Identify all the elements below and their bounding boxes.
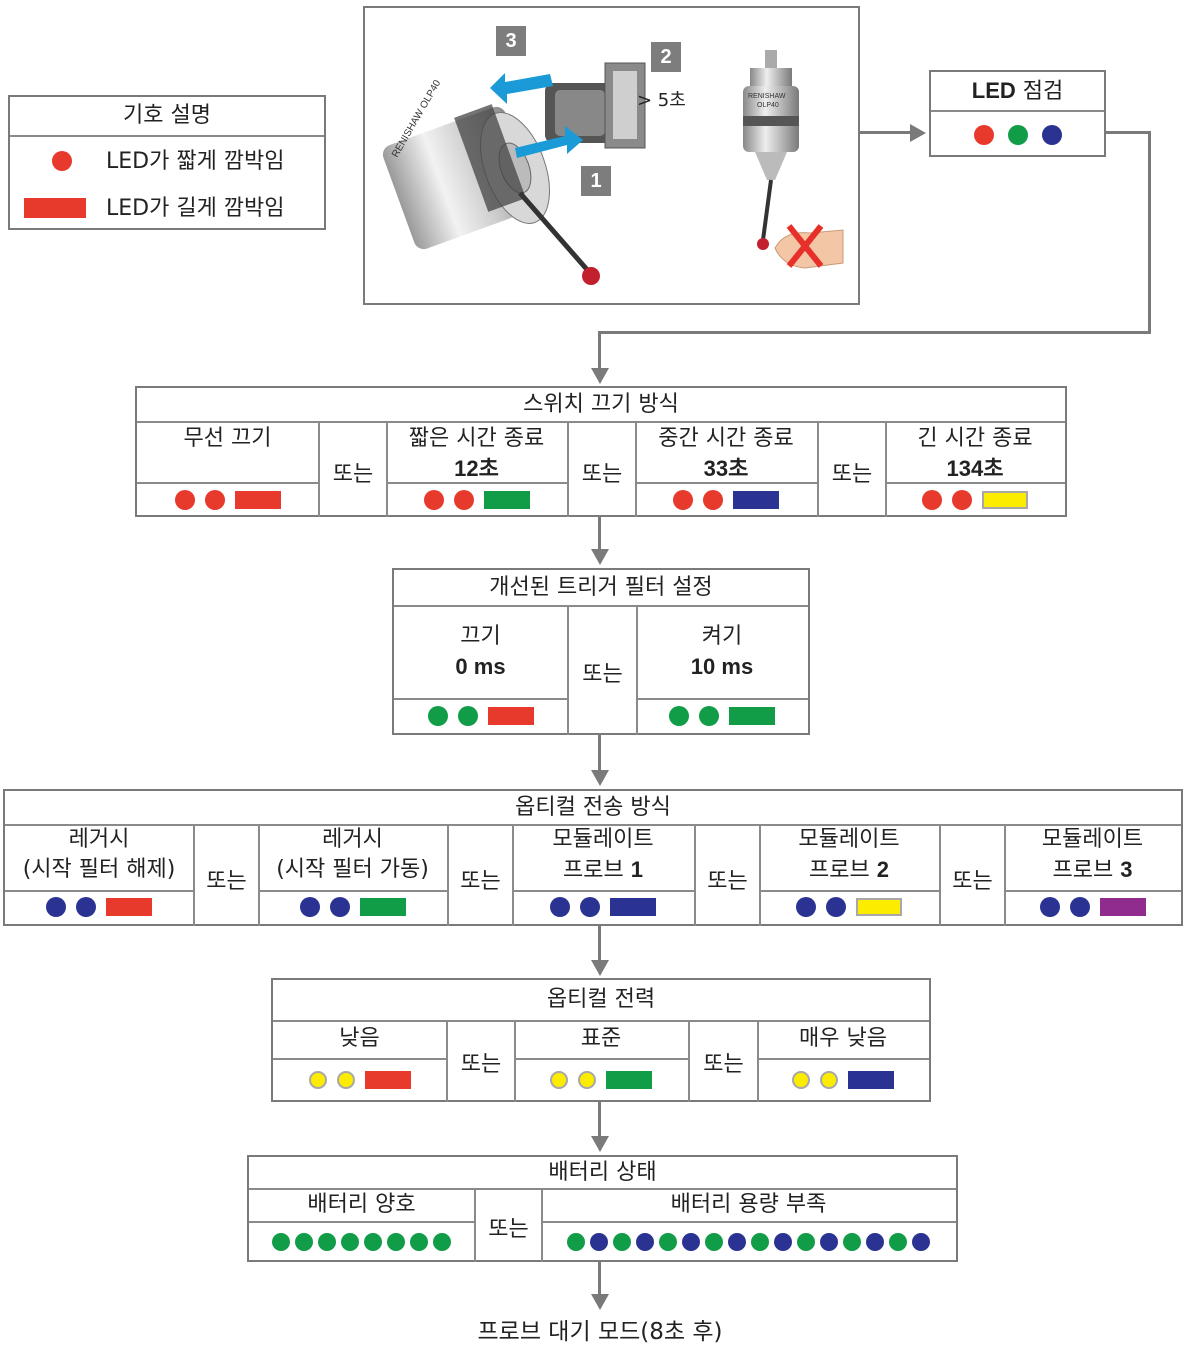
opt-battery-low: 배터리 용량 부족 [670,1192,827,1217]
insert-arrow-icon [515,126,583,158]
svg-text:RENISHAW: RENISHAW [748,93,786,100]
connector-line [598,926,601,962]
arrow-head [591,549,609,565]
led-pattern [249,1232,474,1252]
led-pattern [394,706,567,726]
green-led-icon [1007,125,1028,145]
arrow-head [591,770,609,786]
or-label: 또는 [488,1217,529,1242]
led-pattern [512,897,694,917]
probe-illustration: RENISHAW OLP40 RENISHAW OLP40 [382,50,844,285]
opt-wireless-off: 무선 끄기 [183,426,272,451]
optical-power-box: 옵티컬 전력 낮음 표준 매우 낮음 또는 또는 [271,978,931,1102]
battery-status-title: 배터리 상태 [249,1157,956,1190]
connector-line [1104,131,1150,134]
connector-line [1148,131,1151,333]
legend-box: 기호 설명 LED가 짧게 깜박임 LED가 길게 깜박임 [8,95,326,230]
led-pattern [137,490,318,510]
led-pattern [1004,897,1181,917]
opt-legacy-filter-on: 레거시(시작 필터 가동) [276,827,429,882]
arrow-head [591,1136,609,1152]
or-label: 또는 [460,1052,502,1077]
led-pattern [635,490,817,510]
connector-line [598,1262,601,1296]
legend-short-dot [52,151,72,171]
remove-arrow-icon [490,73,553,104]
optical-transmission-title: 옵티컬 전송 방식 [5,791,1181,826]
led-pattern [541,1232,956,1252]
probe-image-panel: RENISHAW OLP40 RENISHAW OLP40 [363,6,860,305]
or-label: 또는 [952,869,993,894]
arrow-head [591,960,609,976]
or-label: 또는 [703,1052,744,1077]
battery-cassette-icon [545,62,646,149]
battery-status-box: 배터리 상태 배터리 양호 배터리 용량 부족 또는 [247,1155,958,1262]
led-pattern [885,490,1065,510]
step-3-badge: 3 [496,26,526,56]
opt-power-standard: 표준 [580,1026,622,1051]
trigger-filter-title: 개선된 트리거 필터 설정 [394,570,808,607]
opt-power-low: 낮음 [339,1026,380,1051]
or-label: 또는 [206,869,247,894]
connector-line [598,331,601,369]
connector-line [598,1102,601,1138]
led-pattern [273,1070,446,1090]
led-pattern [759,897,939,917]
arrow-head [591,1294,609,1310]
red-led-icon [973,125,994,145]
arrow-head [591,368,609,384]
optical-power-title: 옵티컬 전력 [273,980,929,1022]
or-label: 또는 [831,462,873,487]
or-label: 또는 [582,662,623,687]
connector-line [598,735,601,771]
connector-line [598,331,1151,334]
time-label: > 5초 [637,90,686,111]
legend-short-label: LED가 짧게 깜박임 [106,149,285,174]
led-pattern [636,706,808,726]
connector-line [860,131,912,134]
blue-led-icon [1041,125,1062,145]
svg-text:OLP40: OLP40 [757,102,779,109]
legend-title: 기호 설명 [10,97,324,137]
led-check-title-bold: LED [971,78,1016,103]
led-pattern [757,1070,929,1090]
opt-power-very-low: 매우 낮음 [799,1026,887,1051]
or-label: 또는 [332,462,374,487]
led-check-leds [931,124,1104,146]
or-label: 또는 [460,869,501,894]
led-pattern [514,1070,688,1090]
led-check-title-rest: 점검 [1015,79,1064,104]
switch-off-title: 스위치 끄기 방식 [137,388,1065,423]
led-check-title: LED 점검 [931,72,1104,112]
connector-line [598,517,601,551]
opt-legacy-filter-off: 레거시(시작 필터 해제) [22,827,176,882]
optical-transmission-box: 옵티컬 전송 방식 레거시(시작 필터 해제) 레거시(시작 필터 가동) 모듈… [3,789,1183,926]
step-1-badge: 1 [581,166,611,196]
standby-mode-label: 프로브 대기 모드(8초 후) [477,1319,723,1345]
arrow-head [910,124,926,142]
legend-long-rect [24,198,86,218]
or-label: 또는 [581,462,623,487]
led-pattern [5,897,193,917]
small-probe-icon: RENISHAW OLP40 [743,50,799,250]
led-pattern [386,490,567,510]
step-2-badge: 2 [651,42,681,72]
legend-long-label: LED가 길게 깜박임 [106,196,285,221]
led-check-box: LED 점검 [929,70,1106,157]
or-label: 또는 [707,869,748,894]
no-touch-icon [774,224,844,269]
opt-battery-good: 배터리 양호 [307,1192,416,1217]
led-pattern [258,897,447,917]
